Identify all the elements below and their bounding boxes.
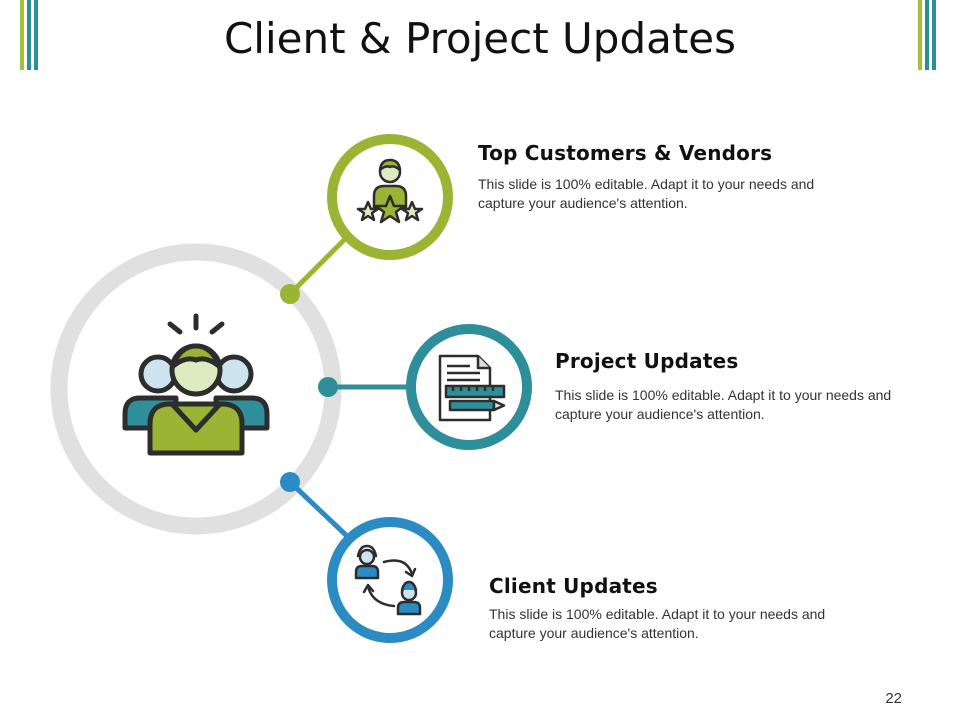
- node-circle-bottom: [327, 517, 453, 643]
- client-exchange-icon: [354, 544, 422, 616]
- document-ruler-pencil-icon: [438, 354, 506, 422]
- item-title-client-updates: Client Updates: [489, 574, 658, 598]
- team-group-icon: [122, 313, 270, 456]
- item-title-project-updates: Project Updates: [555, 349, 739, 373]
- connector-top: [280, 234, 350, 304]
- item-title-top-customers: Top Customers & Vendors: [478, 141, 773, 165]
- connector-bottom: [280, 472, 350, 539]
- customer-star-rating-icon: [356, 158, 424, 224]
- page-number: 22: [885, 690, 902, 707]
- connector-middle: [318, 377, 408, 397]
- page-title: Client & Project Updates: [223, 14, 737, 63]
- item-description-client-updates: This slide is 100% editable. Adapt it to…: [489, 606, 826, 641]
- item-description-top-customers: This slide is 100% editable. Adapt it to…: [478, 176, 815, 211]
- item-description-project-updates: This slide is 100% editable. Adapt it to…: [555, 387, 892, 422]
